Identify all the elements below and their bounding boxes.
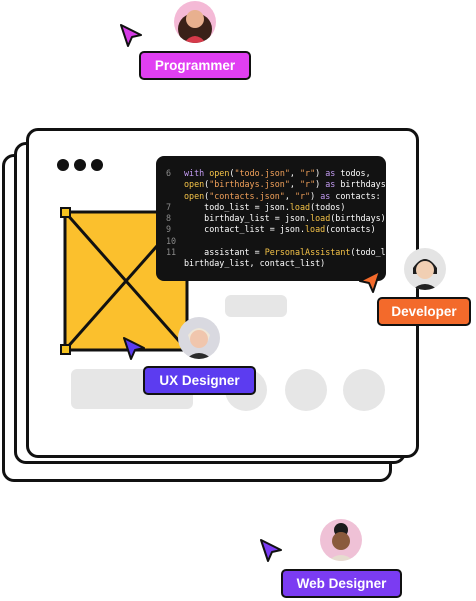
avatar-programmer [174,1,216,43]
line-number [166,179,184,190]
window-dot [74,159,86,171]
code-text: with open("todo.json", "r") as todos, [184,168,371,178]
code-text: todo_list = json.load(todos) [184,201,346,212]
code-line: 9 contact_list = json.load(contacts) [166,224,378,235]
code-text: open("contacts.json", "r") as contacts: [184,190,381,201]
label-ux-designer: UX Designer [143,366,256,395]
code-text: open("birthdays.json", "r") as birthdays… [184,179,391,190]
code-line: 8 birthday_list = json.load(birthdays) [166,213,386,224]
code-text: assistant = PersonalAssistant(todo_list, [184,247,406,258]
label-programmer: Programmer [139,51,251,80]
line-number: 7 [166,201,172,212]
code-line: 10 [166,236,378,247]
label-developer: Developer [377,297,471,326]
avatar-ux-designer [178,317,220,359]
placeholder-bar [225,295,287,317]
code-line: birthday_list, contact_list) [166,258,378,269]
cursor-arrow-icon [123,337,145,360]
cursor-arrow-icon [120,24,142,47]
label-web-designer: Web Designer [281,569,402,598]
cursor-arrow-icon [260,539,282,562]
code-line: 6 with open("todo.json", "r") as todos, [166,168,378,179]
line-number: 8 [166,213,172,224]
code-line: open("contacts.json", "r") as contacts: [166,190,381,202]
code-line: 7 todo_list = json.load(todos) [166,202,378,213]
code-text: contact_list = json.load(contacts) [184,224,376,235]
line-number: 6 [166,168,172,178]
cursor-arrow-icon [359,270,381,293]
resize-handle[interactable] [60,344,71,355]
code-text: birthday_list = json.load(birthdays) [184,213,386,224]
avatar-developer [404,248,446,290]
line-number [166,258,184,269]
placeholder-circle [343,369,385,411]
code-line: open("birthdays.json", "r") as birthdays… [166,179,391,190]
placeholder-circle [285,369,327,411]
line-number [166,191,184,202]
line-number: 11 [166,247,177,258]
window-dot [91,159,103,171]
avatar-web-designer [320,519,362,561]
code-text [184,236,189,247]
resize-handle[interactable] [60,207,71,218]
line-number: 10 [166,235,177,246]
window-dot [57,159,69,171]
code-line: 11 assistant = PersonalAssistant(todo_li… [166,247,406,258]
code-text: birthday_list, contact_list) [184,258,326,269]
line-number: 9 [166,224,172,235]
